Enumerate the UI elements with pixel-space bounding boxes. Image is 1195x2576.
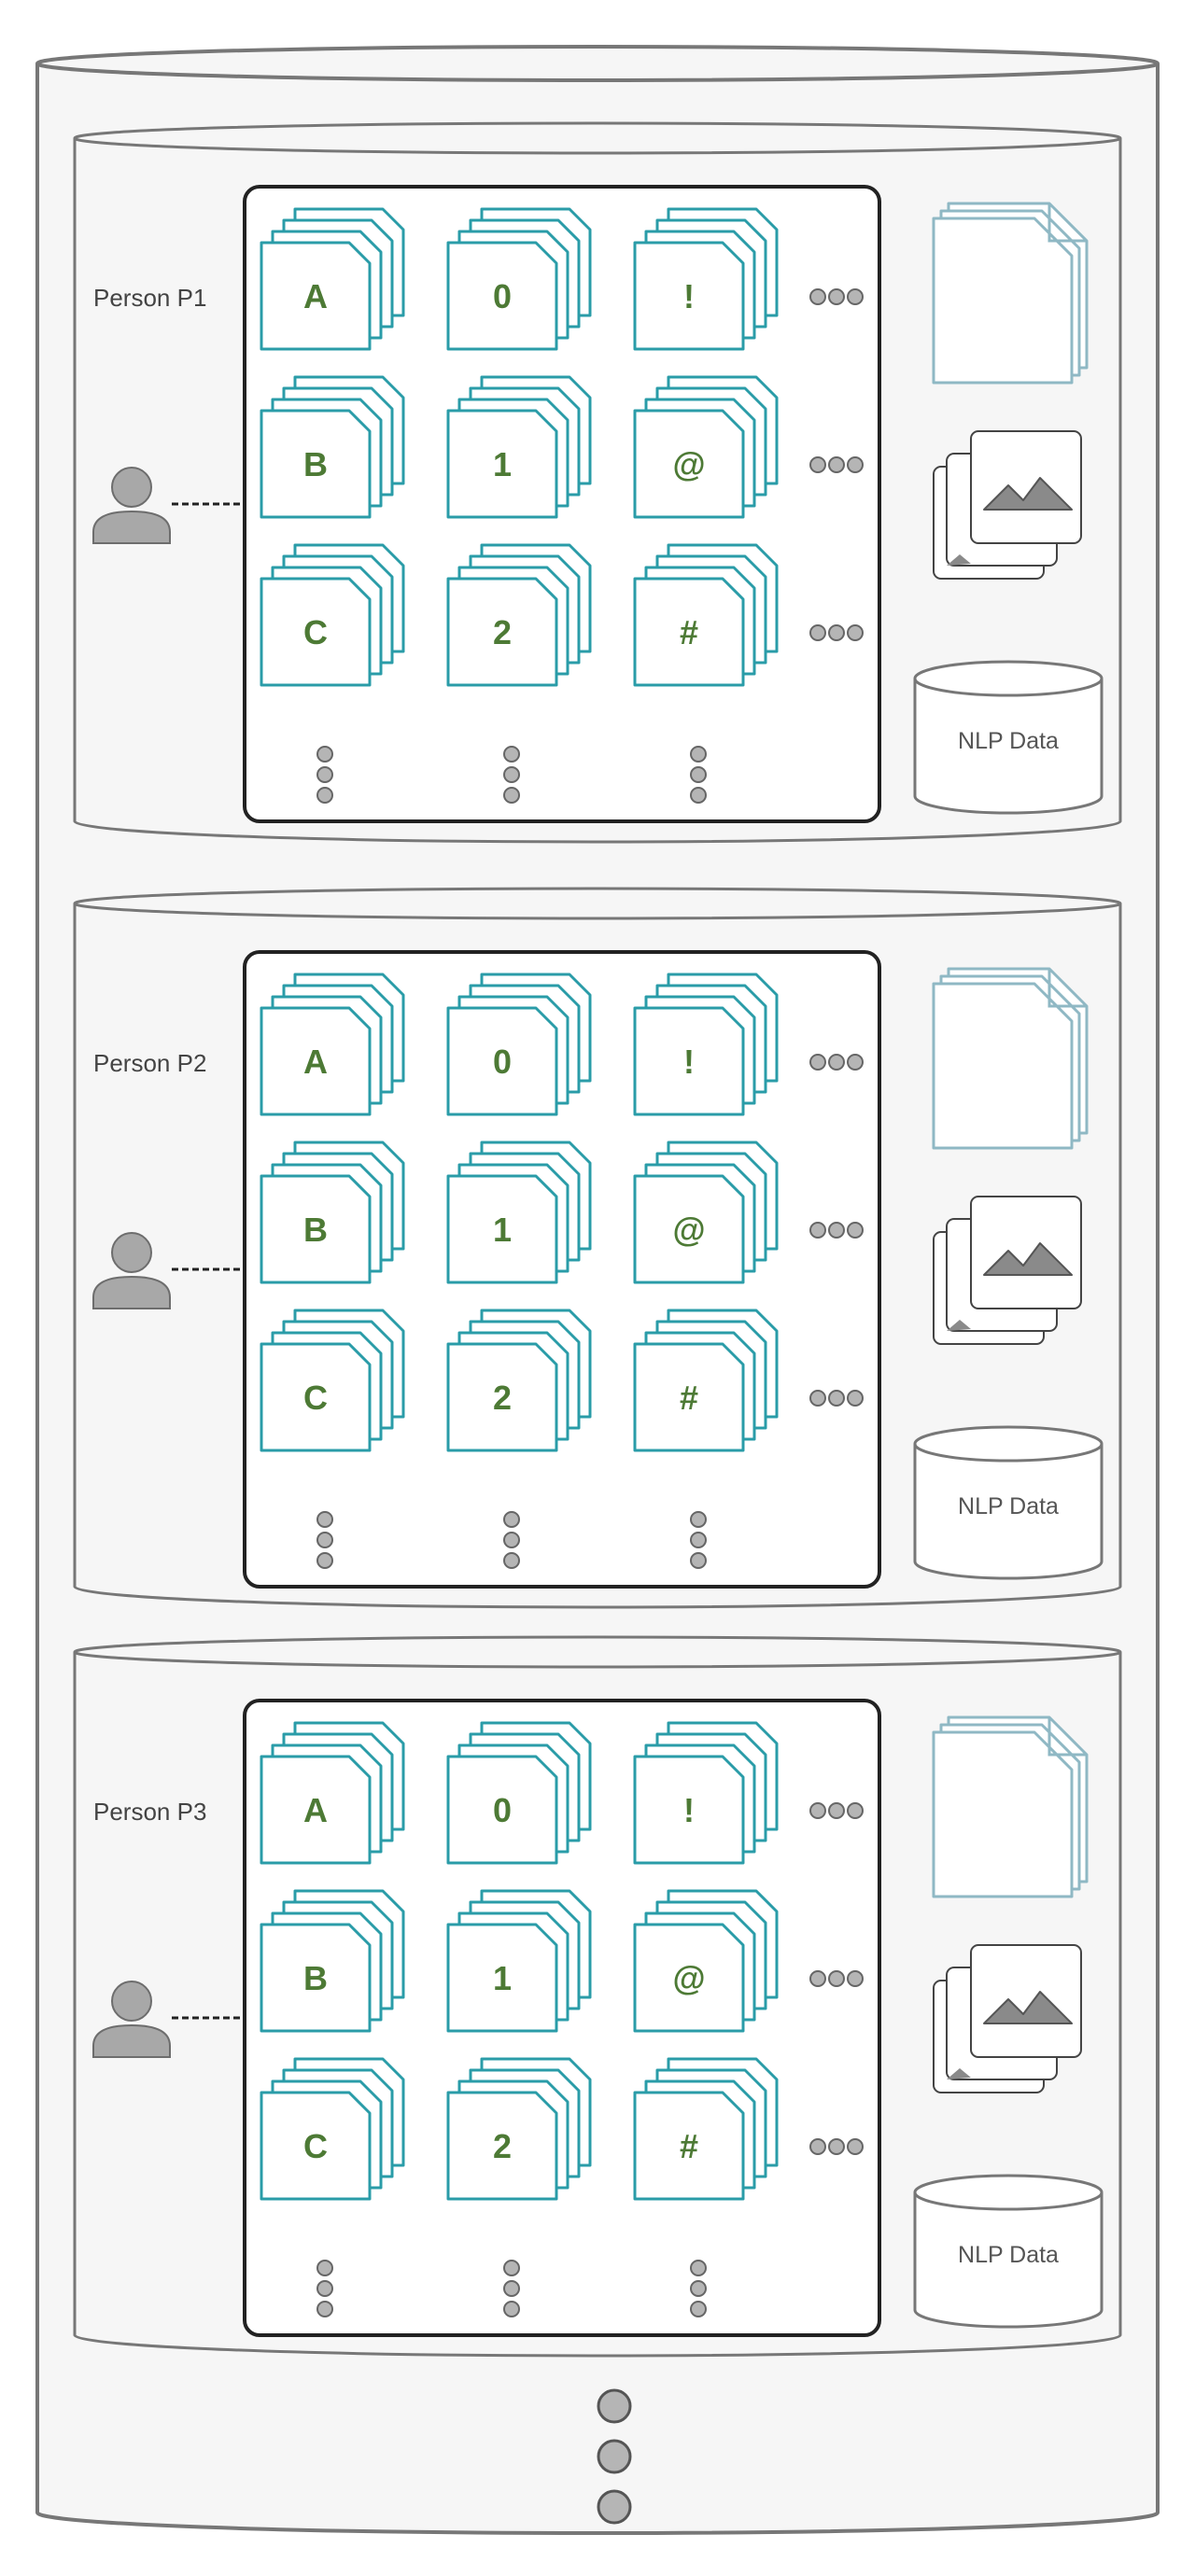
database-icon: NLP Data	[913, 660, 1104, 815]
person-icon	[92, 1981, 171, 2058]
card-character: C	[303, 1379, 328, 1417]
card-stack-icon: !	[633, 1721, 779, 1865]
column-more-ellipsis-icon	[690, 1511, 707, 1569]
column-more-ellipsis-icon	[316, 2260, 333, 2317]
person-label: Person P2	[93, 1049, 206, 1077]
person-icon	[92, 1232, 171, 1309]
card-stack-icon: A	[260, 973, 405, 1116]
person-section: Person P2 A 0! B 1 @ C 2 # NLP Data	[73, 887, 1122, 1609]
card-stack-icon: #	[633, 2057, 779, 2201]
card-stack-icon: @	[633, 1141, 779, 1284]
card-stack-icon: B	[260, 1889, 405, 2033]
card-stack-icon: !	[633, 207, 779, 351]
person-icon	[92, 467, 171, 544]
row-more-ellipsis-icon	[809, 1054, 864, 1071]
card-character: #	[680, 1379, 698, 1417]
card-stack-icon: @	[633, 375, 779, 519]
card-character: !	[683, 1791, 695, 1829]
card-character: 1	[493, 1211, 512, 1249]
card-stack-icon: C	[260, 2057, 405, 2201]
column-more-ellipsis-icon	[503, 1511, 520, 1569]
document-stack-icon	[932, 202, 1089, 385]
card-character: #	[680, 613, 698, 651]
card-stack-icon: 1	[446, 1141, 592, 1284]
card-character: B	[303, 1959, 328, 1997]
card-stack-icon: 0	[446, 1721, 592, 1865]
card-stack-icon: 1	[446, 375, 592, 519]
card-stack-icon: C	[260, 1309, 405, 1452]
card-character: A	[303, 1791, 328, 1829]
card-stack-icon: A	[260, 1721, 405, 1865]
row-more-ellipsis-icon	[809, 2138, 864, 2155]
card-character: A	[303, 1043, 328, 1081]
card-stack-icon: B	[260, 1141, 405, 1284]
row-more-ellipsis-icon	[809, 456, 864, 473]
card-stack-icon: 2	[446, 543, 592, 687]
card-character: @	[672, 445, 705, 483]
row-more-ellipsis-icon	[809, 624, 864, 641]
card-stack-icon: @	[633, 1889, 779, 2033]
database-icon: NLP Data	[913, 1425, 1104, 1580]
card-character: !	[683, 277, 695, 315]
column-more-ellipsis-icon	[503, 2260, 520, 2317]
row-more-ellipsis-icon	[809, 1970, 864, 1987]
row-more-ellipsis-icon	[809, 288, 864, 305]
card-character: 2	[493, 1379, 512, 1417]
database-icon: NLP Data	[913, 2174, 1104, 2329]
row-more-ellipsis-icon	[809, 1802, 864, 1819]
card-character: A	[303, 277, 328, 315]
card-character: C	[303, 2127, 328, 2165]
card-stack-icon: #	[633, 543, 779, 687]
card-character: 0	[493, 277, 512, 315]
column-more-ellipsis-icon	[690, 2260, 707, 2317]
card-character: 1	[493, 1959, 512, 1997]
card-character: 2	[493, 613, 512, 651]
card-stack-icon: 1	[446, 1889, 592, 2033]
card-stack-icon: B	[260, 375, 405, 519]
database-label: NLP Data	[958, 728, 1059, 754]
card-stack-icon: #	[633, 1309, 779, 1452]
card-character: 2	[493, 2127, 512, 2165]
card-character: @	[672, 1959, 705, 1997]
person-label: Person P3	[93, 1798, 206, 1826]
card-character: 0	[493, 1791, 512, 1829]
database-label: NLP Data	[958, 2242, 1059, 2268]
card-stack-icon: 0	[446, 973, 592, 1116]
card-stack-icon: !	[633, 973, 779, 1116]
card-character: 1	[493, 445, 512, 483]
card-character: !	[683, 1043, 695, 1081]
column-more-ellipsis-icon	[690, 746, 707, 804]
card-character: 0	[493, 1043, 512, 1081]
card-stack-icon: C	[260, 543, 405, 687]
card-character: @	[672, 1211, 705, 1249]
card-character: C	[303, 613, 328, 651]
person-section: Person P1 A 0! B 1 @ C 2 # NLP Data	[73, 121, 1122, 844]
document-stack-icon	[932, 967, 1089, 1150]
card-stack-icon: 2	[446, 2057, 592, 2201]
card-character: B	[303, 1211, 328, 1249]
card-stack-icon: 0	[446, 207, 592, 351]
card-character: #	[680, 2127, 698, 2165]
card-stack-icon: A	[260, 207, 405, 351]
person-label: Person P1	[93, 284, 206, 312]
person-section: Person P3 A 0! B 1 @ C 2 # NLP Data	[73, 1635, 1122, 2358]
column-more-ellipsis-icon	[503, 746, 520, 804]
card-stack-icon: 2	[446, 1309, 592, 1452]
row-more-ellipsis-icon	[809, 1390, 864, 1407]
database-label: NLP Data	[958, 1493, 1059, 1519]
image-stack-icon	[933, 1196, 1082, 1345]
column-more-ellipsis-icon	[316, 1511, 333, 1569]
column-more-ellipsis-icon	[316, 746, 333, 804]
card-character: B	[303, 445, 328, 483]
image-stack-icon	[933, 1944, 1082, 2093]
document-stack-icon	[932, 1715, 1089, 1898]
image-stack-icon	[933, 430, 1082, 580]
row-more-ellipsis-icon	[809, 1222, 864, 1239]
more-persons-ellipsis-icon	[597, 2388, 632, 2525]
